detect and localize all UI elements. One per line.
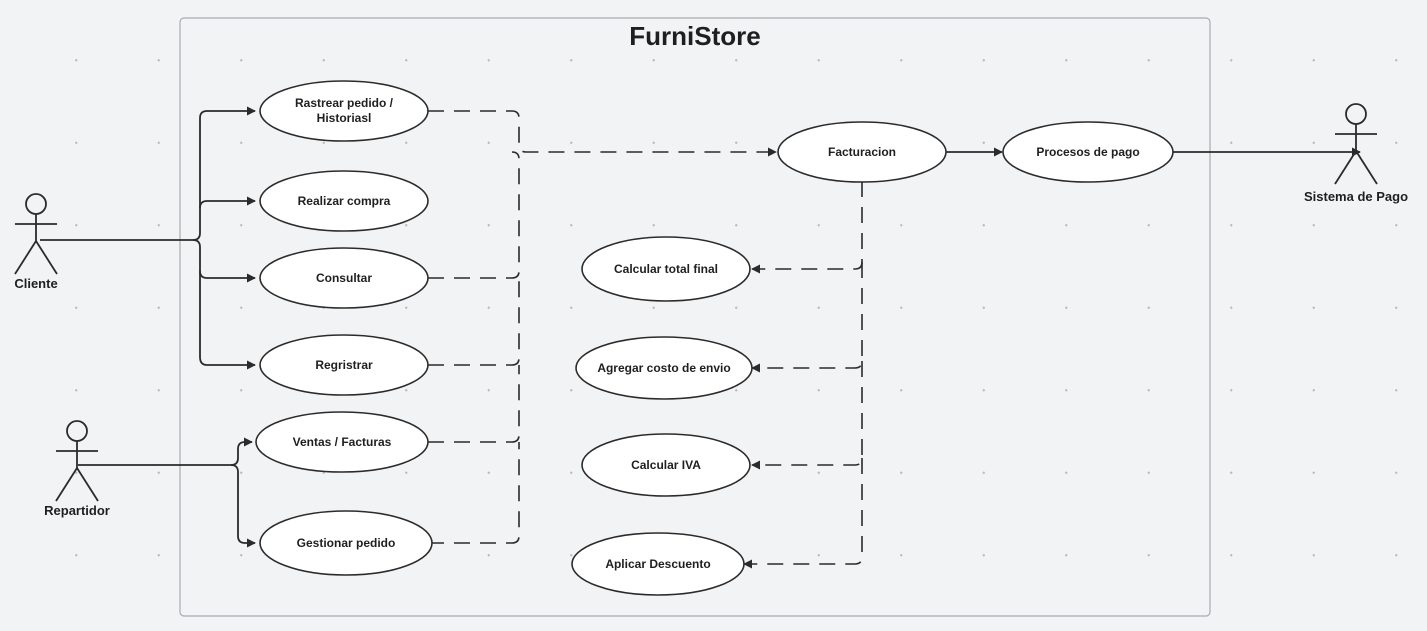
use-case-label: Rastrear pedido / Historiasl	[294, 96, 394, 125]
use-case-calcular-iva[interactable]	[581, 433, 751, 497]
left-dashed-connectors	[428, 110, 777, 544]
use-case-label: Consultar	[315, 270, 372, 285]
actor-cliente-label: Cliente	[14, 276, 58, 291]
cliente-associations	[40, 106, 256, 370]
right-dashed-connectors	[743, 181, 863, 569]
use-case-label: Procesos de pago	[1036, 144, 1140, 159]
use-case-label: Aplicar Descuento	[605, 556, 711, 571]
use-case-aplicar-descuento[interactable]	[571, 532, 745, 596]
use-case-registrar[interactable]	[259, 334, 429, 396]
use-case-ventas-facturas[interactable]	[255, 411, 429, 473]
use-case-realizar-compra[interactable]	[259, 170, 429, 232]
actor-sistema-pago-figure[interactable]	[1334, 103, 1378, 185]
use-case-label: Facturacion	[827, 144, 896, 159]
use-case-consultar[interactable]	[259, 247, 429, 309]
repartidor-associations	[78, 437, 256, 548]
actor-repartidor-figure[interactable]	[55, 420, 99, 502]
use-case-label: Agregar costo de envio	[597, 360, 731, 375]
use-case-calcular-total[interactable]	[581, 236, 751, 302]
system-title: FurniStore	[629, 21, 761, 51]
use-case-label: Calcular total final	[613, 261, 719, 276]
use-case-label: Realizar compra	[297, 193, 391, 208]
use-case-costo-envio[interactable]	[575, 336, 753, 400]
actor-cliente-figure[interactable]	[14, 193, 58, 275]
use-case-procesos-pago[interactable]	[1002, 121, 1174, 183]
use-case-label: Gestionar pedido	[296, 535, 396, 550]
use-case-label: Regristrar	[315, 357, 373, 372]
use-case-rastrear-pedido[interactable]	[259, 80, 429, 142]
system-boundary	[179, 17, 1211, 617]
use-case-gestionar-pedido[interactable]	[259, 510, 433, 576]
use-case-facturacion[interactable]	[777, 121, 947, 183]
use-case-label: Calcular IVA	[631, 457, 701, 472]
actor-repartidor-label: Repartidor	[44, 503, 110, 518]
use-case-label: Ventas / Facturas	[292, 434, 392, 449]
actor-sistema-pago-label: Sistema de Pago	[1303, 189, 1409, 204]
